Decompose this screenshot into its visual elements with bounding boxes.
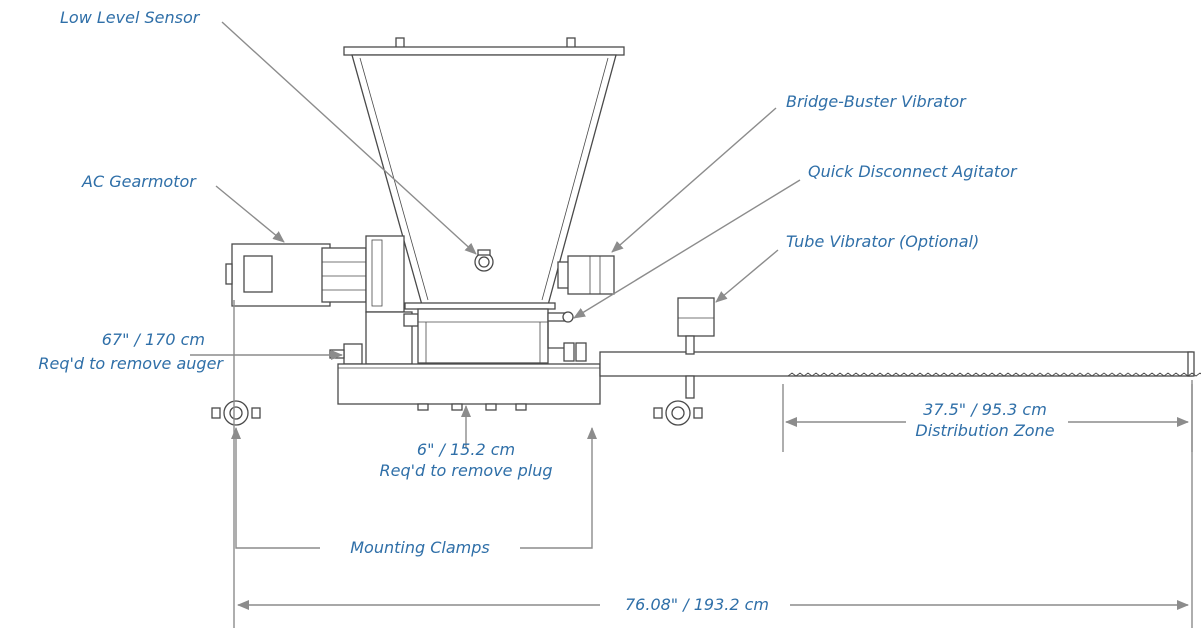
label-ac-gearmotor: AC Gearmotor: [82, 172, 196, 191]
base-plugs: [417, 403, 527, 411]
label-bridge-buster-vibrator: Bridge-Buster Vibrator: [786, 92, 966, 111]
leader-low-level-sensor: [221, 21, 477, 255]
label-distribution-zone-value: 37.5" / 95.3 cm: [923, 400, 1047, 419]
mounting-clamp-left: [211, 400, 261, 426]
mounting-clamp-right: [653, 400, 703, 426]
ac-gearmotor: [225, 235, 405, 313]
label-quick-disconnect-agitator: Quick Disconnect Agitator: [808, 162, 1017, 181]
label-distribution-zone-name: Distribution Zone: [915, 421, 1055, 440]
leader-mounting-clamps-right: [520, 427, 597, 549]
bridge-buster-vibrator: [557, 255, 615, 295]
leader-bridge-buster: [611, 107, 777, 253]
leader-mounting-clamps-left: [231, 427, 320, 549]
leader-quick-disconnect: [573, 179, 801, 319]
label-plug-clearance-note: Req'd to remove plug: [379, 461, 553, 480]
label-auger-clearance-note: Req'd to remove auger: [38, 354, 223, 373]
label-auger-clearance-value: 67" / 170 cm: [101, 330, 205, 349]
quick-disconnect-agitator: [547, 311, 574, 349]
label-plug-clearance-value: 6" / 15.2 cm: [416, 440, 516, 459]
auger-housing: [329, 308, 549, 365]
hopper-lid: [343, 37, 625, 56]
leader-ac-gearmotor: [215, 185, 285, 243]
label-mounting-clamps: Mounting Clamps: [350, 538, 490, 557]
label-tube-vibrator: Tube Vibrator (Optional): [786, 232, 980, 251]
discharge-tube: [599, 351, 1195, 377]
hopper-body: [351, 54, 617, 310]
leader-lines: [190, 21, 1193, 628]
leader-tube-vibrator: [715, 249, 779, 303]
label-low-level-sensor: Low Level Sensor: [60, 8, 200, 27]
tube-vibrator: [677, 297, 715, 399]
low-level-sensor: [474, 249, 494, 272]
distribution-zone-perforations: [787, 372, 1201, 377]
base-frame: [337, 363, 601, 405]
label-overall-length: 76.08" / 193.2 cm: [604, 595, 790, 615]
machine: [211, 37, 1195, 426]
outlet-coupling: [563, 342, 587, 362]
